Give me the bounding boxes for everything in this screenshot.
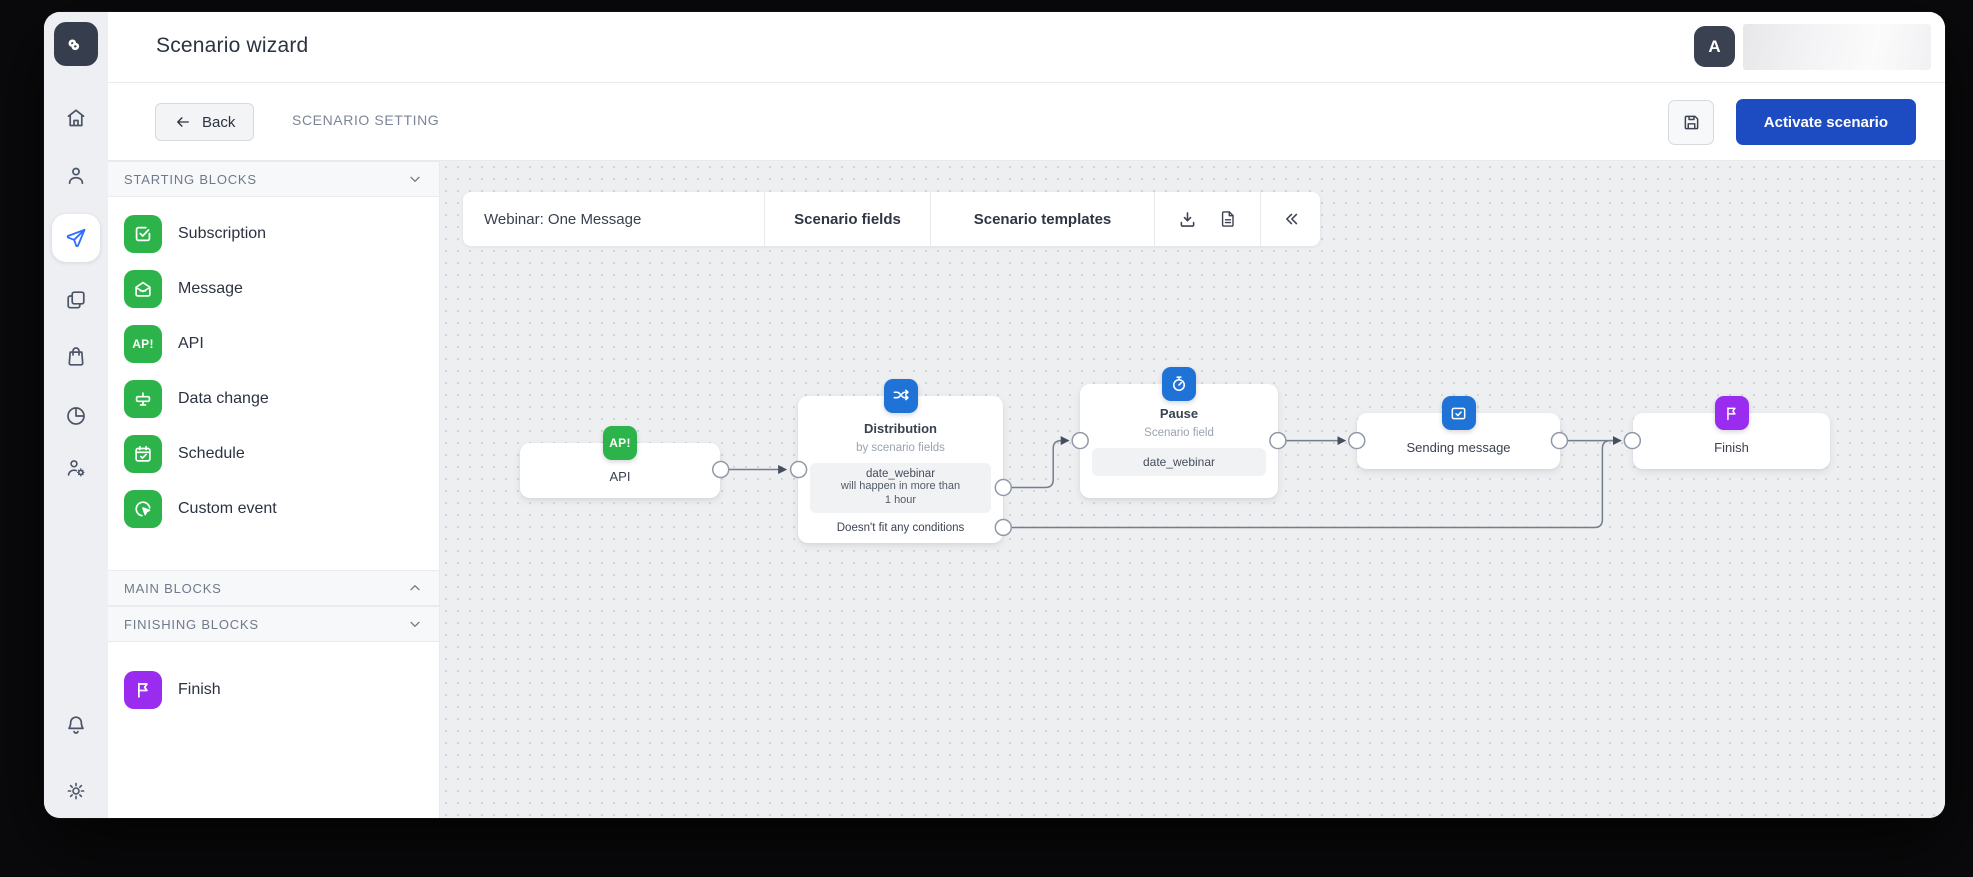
- shopping-bag-icon[interactable]: [56, 336, 96, 376]
- branch-condition-text: 1 hour: [884, 493, 917, 506]
- app-logo[interactable]: [54, 22, 98, 66]
- nav-rail: [44, 12, 108, 818]
- app-window: Scenario wizard A Back SCENARIO SETTING: [44, 12, 1945, 818]
- api-badge-text: AP!: [609, 436, 631, 450]
- pause-field[interactable]: date_webinar: [1092, 448, 1266, 476]
- node-title: Sending message: [1406, 440, 1511, 455]
- content-row: STARTING BLOCKS Subscription: [108, 160, 1945, 818]
- blocks-panel: STARTING BLOCKS Subscription: [108, 161, 440, 818]
- node-title: Pause: [1159, 406, 1199, 421]
- avatar[interactable]: A: [1694, 26, 1735, 67]
- stopwatch-icon: [1162, 367, 1196, 401]
- document-icon[interactable]: [1218, 209, 1238, 229]
- block-item-message[interactable]: Message: [108, 261, 439, 316]
- block-label: API: [178, 334, 204, 352]
- paper-plane-icon[interactable]: [52, 214, 100, 262]
- person-icon[interactable]: [56, 156, 96, 196]
- block-item-api[interactable]: AP! API: [108, 316, 439, 371]
- flow-node-distribution[interactable]: Distribution by scenario fields date_web…: [798, 379, 1003, 543]
- api-badge-icon: AP!: [603, 426, 637, 460]
- subheader: Back SCENARIO SETTING Activate scenario: [108, 83, 1945, 160]
- gear-icon[interactable]: [56, 771, 96, 811]
- pie-chart-icon[interactable]: [56, 396, 96, 436]
- node-title: Distribution: [864, 421, 937, 436]
- node-title: API: [609, 469, 631, 484]
- custom-event-icon: [124, 489, 162, 528]
- section-starting-blocks[interactable]: STARTING BLOCKS: [108, 161, 439, 197]
- block-label: Schedule: [178, 444, 245, 462]
- block-label: Data change: [178, 389, 269, 407]
- save-icon: [1681, 112, 1702, 133]
- block-label: Custom event: [178, 499, 277, 517]
- node-subtitle: Scenario field: [1144, 427, 1214, 439]
- message-check-icon: [1441, 396, 1476, 430]
- avatar-initial: A: [1708, 36, 1721, 56]
- calendar-check-icon: [124, 434, 162, 473]
- section-main-blocks[interactable]: MAIN BLOCKS: [108, 570, 439, 606]
- branch-default[interactable]: Doesn't fit any conditions: [836, 521, 965, 534]
- scenario-name[interactable]: Webinar: One Message: [463, 192, 765, 246]
- back-label: Back: [202, 113, 236, 131]
- bell-icon[interactable]: [56, 705, 96, 745]
- logo-squiggle-icon: [63, 31, 89, 57]
- tab-scenario-fields[interactable]: Scenario fields: [765, 192, 931, 246]
- finishing-blocks-list: Finish: [108, 642, 439, 726]
- block-label: Finish: [178, 680, 221, 698]
- toolbar-icon-group: [1155, 192, 1261, 246]
- node-title: Finish: [1714, 440, 1749, 455]
- page-title: Scenario wizard: [156, 34, 309, 57]
- shuffle-icon: [883, 379, 918, 413]
- block-label: Subscription: [178, 224, 267, 242]
- scenario-setting-label: SCENARIO SETTING: [292, 112, 440, 128]
- open-envelope-icon: [124, 269, 162, 308]
- canvas-toolbar: Webinar: One Message Scenario fields Sce…: [463, 192, 1320, 246]
- back-button[interactable]: Back: [155, 103, 255, 141]
- starting-blocks-list: Subscription Message AP! API: [108, 197, 439, 545]
- user-name-redacted: [1743, 24, 1931, 70]
- branch-condition[interactable]: date_webinar will happen in more than 1 …: [810, 463, 991, 513]
- chevron-down-icon: [407, 171, 423, 187]
- section-label: MAIN BLOCKS: [124, 580, 222, 596]
- section-label: STARTING BLOCKS: [124, 171, 257, 187]
- collapse-left-icon[interactable]: [1261, 192, 1320, 246]
- flow-node-pause[interactable]: Pause Scenario field date_webinar: [1080, 367, 1278, 498]
- block-label: Message: [178, 279, 243, 297]
- api-badge-text: AP!: [132, 336, 154, 351]
- section-label: FINISHING BLOCKS: [124, 616, 259, 632]
- home-icon[interactable]: [56, 98, 96, 138]
- block-item-schedule[interactable]: Schedule: [108, 426, 439, 481]
- node-subtitle: by scenario fields: [856, 442, 945, 454]
- download-icon[interactable]: [1177, 209, 1198, 230]
- branch-field: date_webinar: [865, 468, 936, 480]
- save-button[interactable]: [1668, 100, 1714, 145]
- branch-condition-text: will happen in more than: [840, 480, 961, 492]
- block-item-data-change[interactable]: Data change: [108, 371, 439, 426]
- block-item-finish[interactable]: Finish: [108, 662, 439, 717]
- tab-scenario-templates[interactable]: Scenario templates: [931, 192, 1155, 246]
- flow-canvas[interactable]: Webinar: One Message Scenario fields Sce…: [440, 161, 1945, 818]
- flow-node-sending-message[interactable]: Sending message: [1357, 396, 1560, 469]
- data-change-icon: [124, 379, 162, 418]
- pause-field-value: date_webinar: [1142, 455, 1216, 469]
- flag-icon: [1714, 396, 1749, 430]
- back-arrow-icon: [174, 113, 192, 131]
- flow-node-api[interactable]: AP! API: [520, 426, 720, 498]
- person-gear-icon[interactable]: [56, 448, 96, 488]
- chevron-down-icon: [407, 616, 423, 632]
- checkbox-icon: [124, 214, 162, 253]
- edge-distribution-branch1-to-pause: [1011, 436, 1070, 489]
- app-header: Scenario wizard A: [108, 12, 1945, 83]
- api-badge-icon: AP!: [124, 324, 162, 363]
- chevron-up-icon: [407, 580, 423, 596]
- flow-node-finish[interactable]: Finish: [1633, 396, 1830, 469]
- activate-scenario-button[interactable]: Activate scenario: [1735, 99, 1916, 145]
- section-finishing-blocks[interactable]: FINISHING BLOCKS: [108, 606, 439, 642]
- block-item-custom-event[interactable]: Custom event: [108, 481, 439, 536]
- flag-icon: [124, 670, 162, 709]
- block-item-subscription[interactable]: Subscription: [108, 206, 439, 261]
- windows-icon[interactable]: [56, 280, 96, 320]
